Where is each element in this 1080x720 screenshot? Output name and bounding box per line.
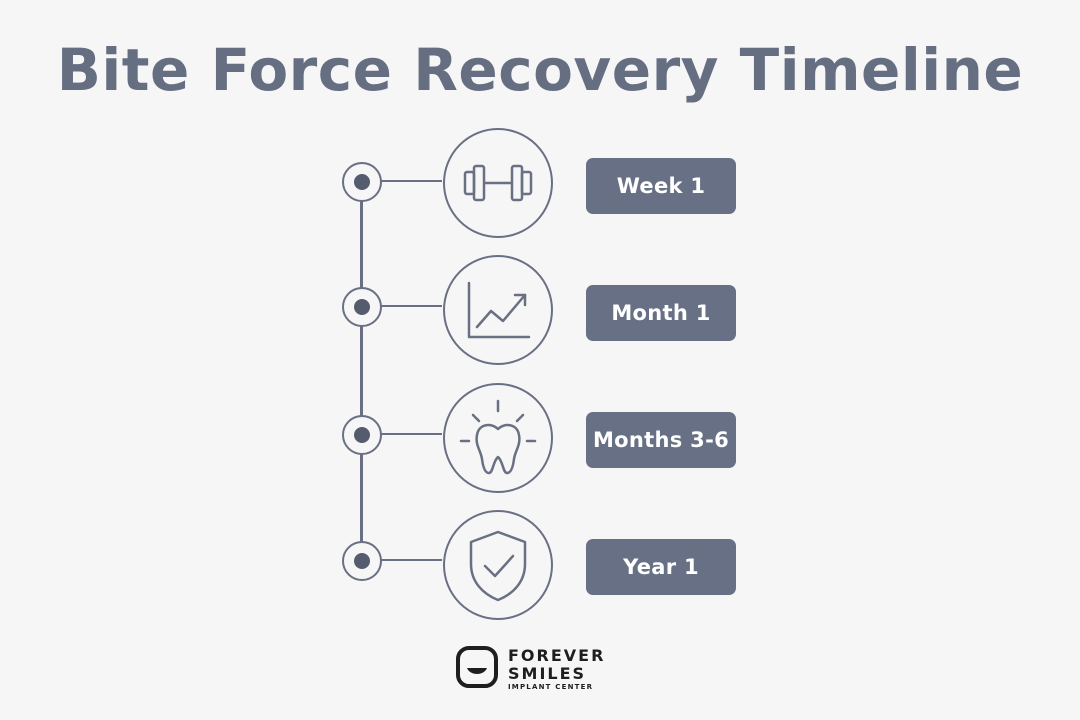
brand-logo: FOREVER SMILES IMPLANT CENTER bbox=[456, 646, 616, 694]
stage-icon-circle bbox=[443, 510, 553, 620]
timeline-connector bbox=[380, 305, 442, 307]
timeline-node-dot bbox=[354, 553, 370, 569]
stage-label-months-3-6: Months 3-6 bbox=[586, 412, 736, 468]
stage-icon-circle bbox=[443, 128, 553, 238]
shield-check-icon bbox=[469, 530, 527, 602]
smile-logo-icon bbox=[456, 646, 498, 688]
stage-label-year-1: Year 1 bbox=[586, 539, 736, 595]
timeline-node bbox=[342, 541, 382, 581]
logo-line-1: FOREVER bbox=[508, 646, 606, 665]
stage-icon-circle bbox=[443, 255, 553, 365]
timeline-connector bbox=[380, 433, 442, 435]
timeline-spine bbox=[360, 180, 363, 560]
growth-chart-icon bbox=[467, 281, 531, 339]
tooth-icon bbox=[459, 399, 537, 475]
logo-line-2: SMILES bbox=[508, 664, 587, 683]
timeline-node bbox=[342, 287, 382, 327]
timeline-node-dot bbox=[354, 174, 370, 190]
timeline-node bbox=[342, 415, 382, 455]
timeline-node-dot bbox=[354, 299, 370, 315]
stage-label-week-1: Week 1 bbox=[586, 158, 736, 214]
timeline-connector bbox=[380, 559, 442, 561]
timeline-node bbox=[342, 162, 382, 202]
stage-icon-circle bbox=[443, 383, 553, 493]
logo-line-3: IMPLANT CENTER bbox=[508, 683, 594, 691]
page-title: Bite Force Recovery Timeline bbox=[56, 36, 1024, 104]
stage-label-month-1: Month 1 bbox=[586, 285, 736, 341]
timeline-connector bbox=[380, 180, 442, 182]
timeline-node-dot bbox=[354, 427, 370, 443]
dumbbell-icon bbox=[463, 164, 533, 202]
